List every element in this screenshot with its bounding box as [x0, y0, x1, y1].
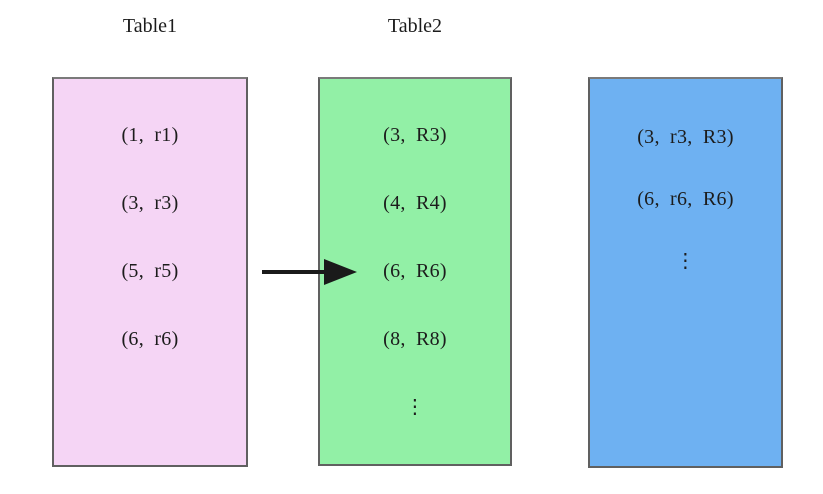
table1-row: (1, r1) [121, 124, 179, 146]
table1-row: (5, r5) [121, 260, 179, 282]
table2-label: Table2 [387, 15, 443, 37]
table1-box: (1, r1) (3, r3) (5, r5) (6, r6) [52, 77, 248, 467]
table2-row: (3, R3) [383, 124, 447, 146]
result-row: (6, r6, R6) [637, 188, 734, 210]
join-result-box: (3, r3, R3) (6, r6, R6) ⋮ [588, 77, 783, 468]
table1-label: Table1 [122, 15, 178, 37]
table2-row: (4, R4) [383, 192, 447, 214]
result-row: (3, r3, R3) [637, 126, 734, 148]
vertical-ellipsis: ⋮ [675, 250, 696, 272]
table1-row: (3, r3) [121, 192, 179, 214]
table1-row: (6, r6) [121, 328, 179, 350]
arrow-icon [262, 259, 357, 285]
table2-row: (6, R6) [383, 260, 447, 282]
table2-row: (8, R8) [383, 328, 447, 350]
vertical-ellipsis: ⋮ [404, 396, 426, 418]
